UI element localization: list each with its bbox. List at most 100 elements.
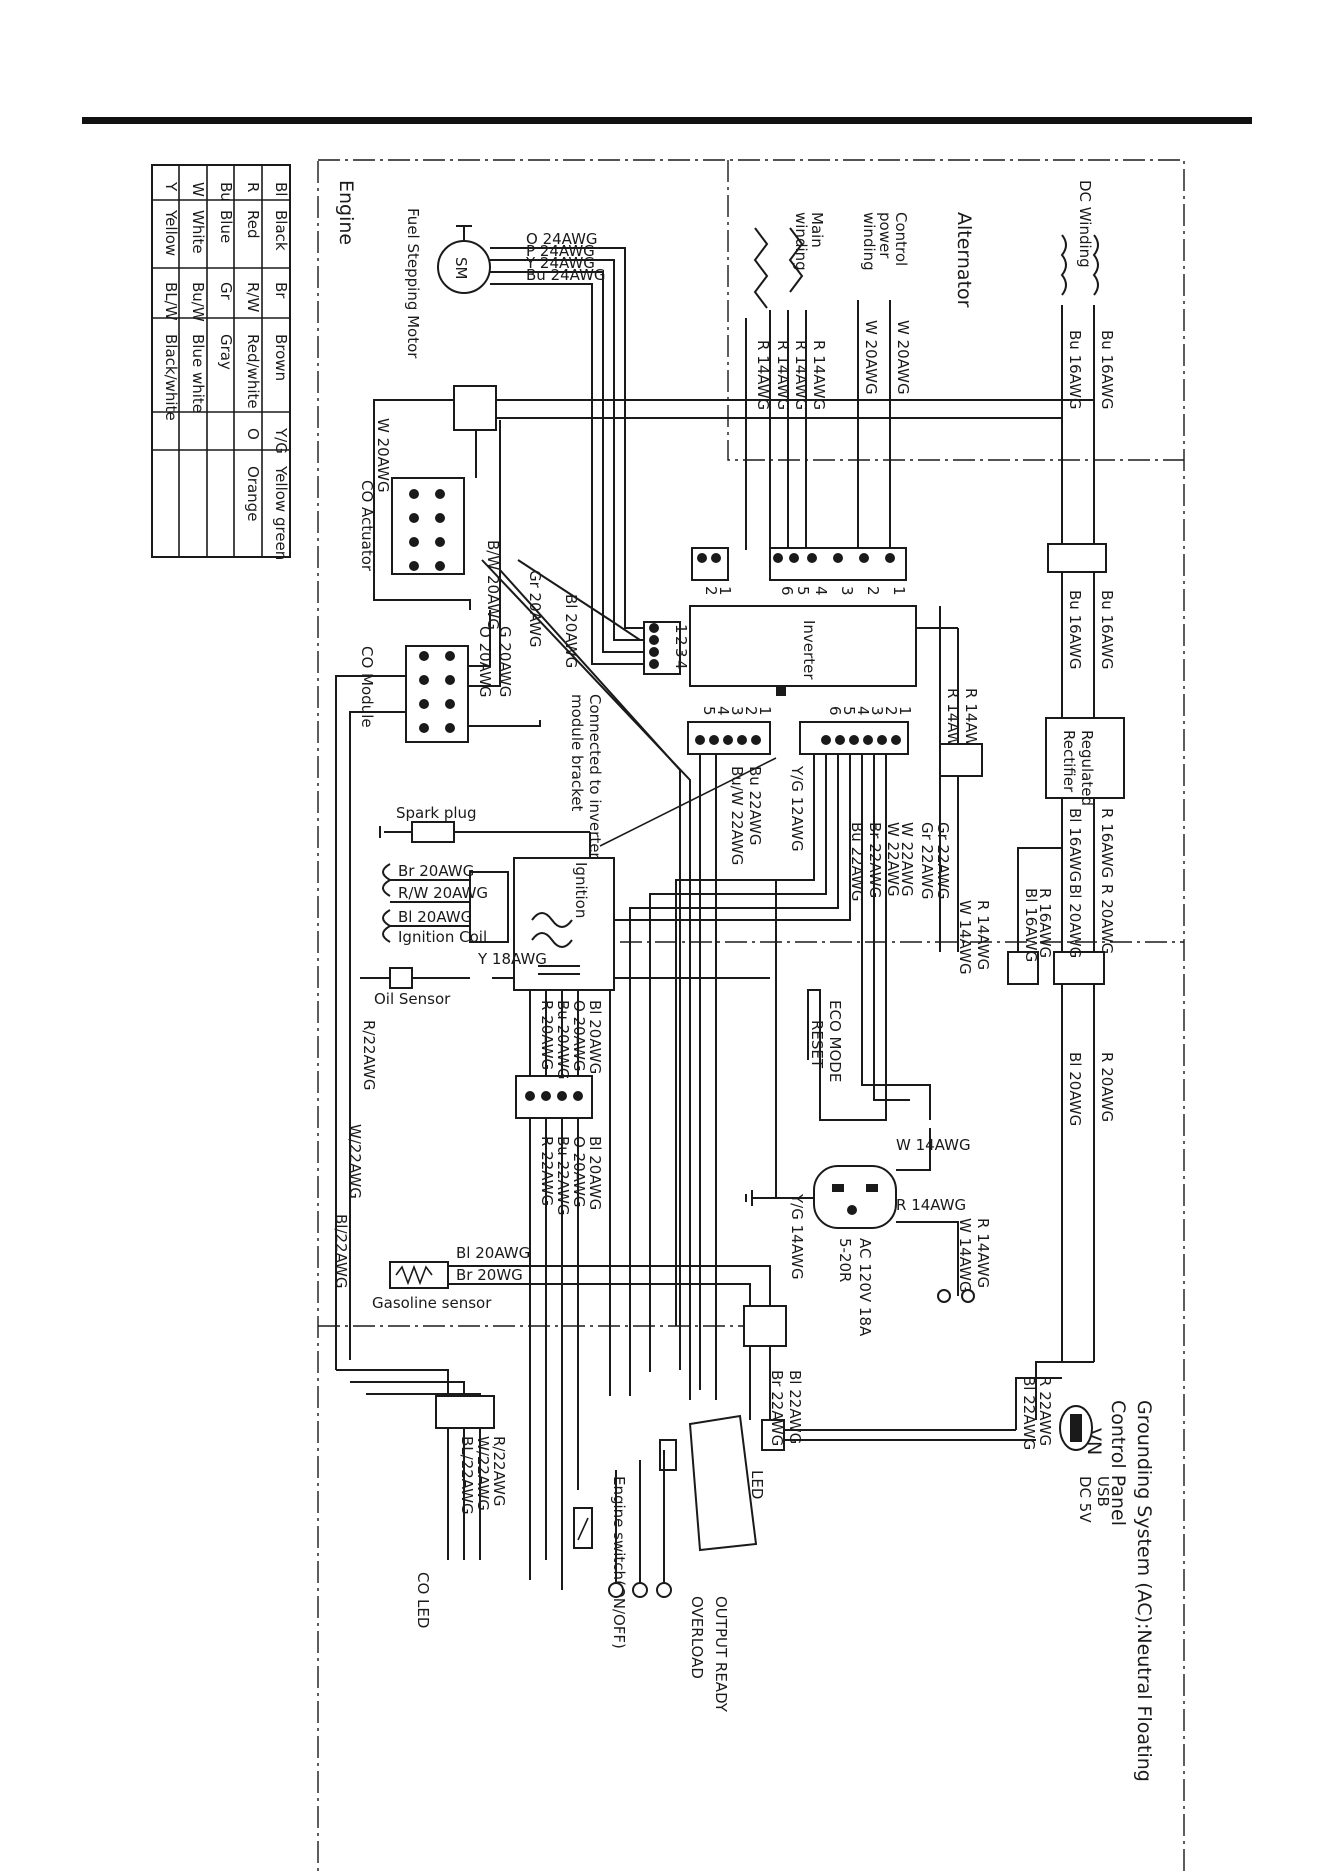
control-winding-coil — [788, 227, 804, 293]
connector-pin — [849, 735, 859, 745]
grounding-label: Grounding System (AC):Neutral Floating — [1133, 1400, 1155, 1782]
connector-pin — [885, 553, 895, 563]
motor-wire-label: Bu 24AWG — [526, 266, 606, 284]
connector-pin — [877, 735, 887, 745]
harness-wire-label: Gr 22AWG — [934, 822, 952, 900]
bundle-wire-label: Bl 20AWG — [586, 1136, 604, 1210]
pin-number: 2 — [702, 586, 720, 596]
legend-cell: W — [189, 182, 207, 197]
legend-cell: Red — [244, 210, 262, 239]
pin-number: 2 — [672, 636, 690, 646]
actuator-pin — [435, 537, 445, 547]
co-wire-label: W 20AWG — [374, 418, 392, 493]
usb-feed-label: R 22AWG — [1036, 1376, 1054, 1446]
connector-pin — [697, 553, 707, 563]
ignition-connector — [469, 871, 509, 943]
alternator-region: Alternator — [727, 160, 1184, 461]
control-winding-label-3: winding — [860, 212, 878, 271]
legend-cell: Black/white — [162, 334, 180, 421]
pin-number: 1 — [890, 586, 908, 596]
connector-pin — [863, 735, 873, 745]
connector-pin — [859, 553, 869, 563]
gasoline-sensor: Gasoline sensor Bl 20AWG Br 20WG — [372, 1244, 787, 1347]
bracket-note-1: Connected to inverter — [586, 694, 604, 859]
ignition-label: Ignition — [572, 862, 590, 918]
winding-wire-label: W 20AWG — [862, 320, 880, 395]
harness-wire-label: W 22AWG — [898, 822, 916, 897]
pin-number: 1 — [896, 706, 914, 716]
co-connector — [453, 385, 497, 431]
ignition-coil-label: Ignition Coil — [398, 928, 487, 946]
dc-winding-label: DC Winding — [1076, 180, 1094, 268]
connector-pin — [821, 735, 831, 745]
module-pin — [445, 723, 455, 733]
actuator-pin — [435, 489, 445, 499]
module-wire-label: G 20AWG — [496, 626, 514, 697]
long-wire-label: Bl/22AWG — [332, 1214, 350, 1289]
oil-lamp — [608, 1582, 624, 1598]
module-pin — [445, 699, 455, 709]
connector-pin — [649, 635, 659, 645]
actuator-wire-label: B/W 20AWG — [484, 540, 502, 630]
motor-wire-label: Y 24AWG — [525, 254, 595, 272]
terminal-pin — [525, 1091, 535, 1101]
dc-wire-label: Bu 16AWG — [1066, 590, 1084, 670]
output-ready-label: OUTPUT READY — [712, 1596, 730, 1713]
motor-wire-label: O 24AWG — [526, 230, 598, 248]
pin-number: 4 — [854, 706, 872, 716]
module-pin — [419, 699, 429, 709]
engine-switch: Engine switch(ON/OFF) — [573, 1476, 628, 1649]
regulated-rectifier: Regulated Rectifier — [1045, 717, 1125, 806]
rail-wire-label: R 14AWG — [974, 900, 992, 970]
eco-mode-label: ECO MODE — [826, 1000, 844, 1082]
rectifier-wire-label: R 20AWG — [1098, 884, 1116, 954]
header-rule — [82, 117, 1252, 124]
bundle-wire-label: R 20AWG — [538, 1000, 556, 1070]
pin-number: 3 — [838, 586, 856, 596]
sm-label: SM — [452, 257, 470, 279]
dc-wire-label: Bu 16AWG — [1066, 330, 1084, 410]
actuator-pin — [409, 561, 419, 571]
legend-cell: Y/G — [272, 427, 290, 454]
pin-number: 1 — [756, 706, 774, 716]
pin-number: 6 — [826, 706, 844, 716]
pin-number: 1 — [716, 586, 734, 596]
gasoline-wire-2: Br 20WG — [456, 1266, 523, 1284]
legend-cell: Brown — [272, 334, 290, 381]
motor-wire-label: P 24AWG — [526, 242, 595, 260]
ignition-wire-label: Bl 20AWG — [398, 908, 472, 926]
main-winding-label: Main — [808, 212, 826, 248]
co-module-label: CO Module — [358, 646, 376, 728]
winding-wire-label: W 20AWG — [894, 320, 912, 395]
co-actuator-label: CO Actuator — [358, 480, 376, 572]
inverter-wire-label: R 14AWG — [944, 688, 962, 758]
bundle-wire-label: Bl 20AWG — [586, 1000, 604, 1074]
pin-number: 4 — [812, 586, 830, 596]
module-pin — [445, 651, 455, 661]
usb-dc-label: DC 5V — [1076, 1476, 1094, 1523]
engine-region: Engine — [317, 159, 1185, 1872]
usb-port: USB DC 5V — [1059, 1405, 1112, 1523]
led-label: LED — [748, 1470, 766, 1499]
legend-cell: Br — [272, 282, 290, 299]
connector-pin — [649, 623, 659, 633]
pin-number: 4 — [672, 660, 690, 670]
pin-number: 5 — [700, 706, 718, 716]
co-led-wire-label: W/22AWG — [474, 1436, 492, 1511]
oil-sensor-label: Oil Sensor — [374, 990, 451, 1008]
led-feed-label: Bl 22AWG — [786, 1370, 804, 1444]
pin-number: 3 — [868, 706, 886, 716]
bundle-wire-label: O 20AWG — [570, 1136, 588, 1208]
legend-cell: R — [244, 182, 262, 192]
rectifier-wire-label: R 16AWG — [1036, 888, 1054, 958]
control-panel-label: Control Panel — [1107, 1400, 1129, 1526]
control-winding-label-2: power — [876, 212, 894, 259]
